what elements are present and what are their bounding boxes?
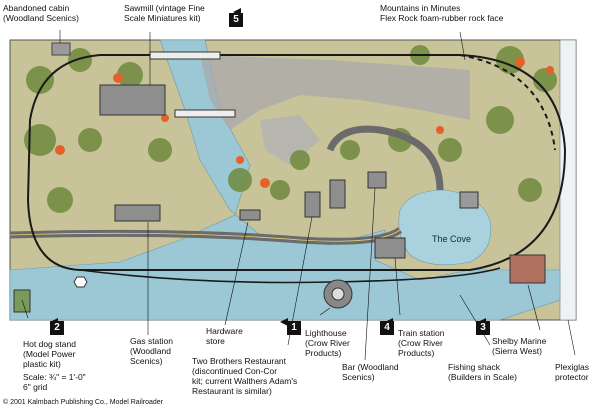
view-badge-5: 5 <box>229 13 243 27</box>
label-abandoned-cabin: Abandoned cabin(Woodland Scenics) <box>3 3 79 23</box>
autumn-trees <box>55 57 554 188</box>
shelby-marine-building <box>509 254 546 284</box>
label-fishing-shack: Fishing shack(Builders in Scale) <box>448 362 517 382</box>
sawmill-building <box>99 84 166 116</box>
view-badge-3: 3 <box>476 321 490 335</box>
cabin-building <box>51 42 71 56</box>
hidden-track <box>459 54 556 151</box>
gas-station-building <box>114 204 161 222</box>
hardware-building <box>239 209 261 221</box>
view-badge-2: 2 <box>50 321 64 335</box>
fishing-shack-building <box>374 237 406 259</box>
train-station-building <box>367 171 387 189</box>
boathouse-building <box>459 191 479 209</box>
label-two-brothers-restaurant: Two Brothers Restaurant(discontinued Con… <box>192 356 298 396</box>
road-centerline <box>9 229 401 242</box>
foliage <box>24 45 557 213</box>
rock-face <box>200 55 470 130</box>
the-cove-water <box>398 189 492 266</box>
copyright-notice: © 2001 Kalmbach Publishing Co., Model Ra… <box>3 399 164 406</box>
label-scale: Scale: ¾" = 1'-0"6" grid <box>23 372 86 392</box>
upper-bridge <box>149 51 221 60</box>
leader-lines <box>21 30 576 361</box>
bar-building <box>329 179 346 209</box>
view-badge-4: 4 <box>380 321 394 335</box>
restaurant-building <box>304 191 321 218</box>
river-water <box>9 39 561 321</box>
label-the-cove: The Cove <box>432 234 472 244</box>
label-shelby-marine: Shelby Marine(Sierra West) <box>492 336 547 356</box>
main-loop-track <box>26 54 567 271</box>
hot-dog-stand <box>13 289 31 313</box>
siding-track <box>79 267 501 284</box>
lighthouse-tower <box>331 287 345 301</box>
small-tank <box>73 276 88 288</box>
lower-bridge <box>174 109 236 118</box>
view-badge-1: 1 <box>287 321 301 335</box>
